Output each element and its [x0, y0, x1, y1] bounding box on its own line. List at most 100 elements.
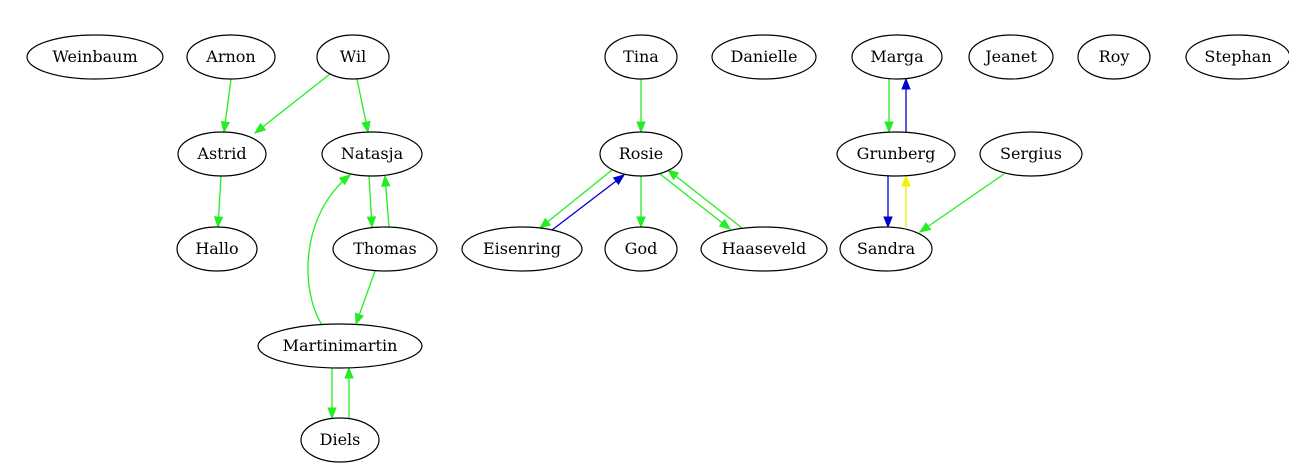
node-thomas: Thomas: [332, 226, 438, 272]
node-shape: [851, 34, 943, 80]
arrowhead-icon: [338, 174, 352, 186]
edge-rosie-to-eisenring: [538, 169, 613, 229]
node-label: Marga: [870, 47, 924, 66]
node-label: Diels: [320, 430, 361, 449]
node-marga: Marga: [851, 34, 943, 80]
node-shape: [711, 34, 817, 80]
node-shape: [176, 226, 258, 272]
arrowhead-icon: [253, 122, 267, 134]
node-label: Stephan: [1204, 47, 1271, 66]
edge-line: [551, 174, 625, 231]
edge-arnon-to-astrid: [220, 78, 232, 134]
node-shape: [316, 34, 390, 80]
node-label: God: [625, 239, 658, 258]
edge-grunberg-to-marga: [901, 77, 911, 132]
node-label: Jeanet: [983, 47, 1037, 66]
node-shape: [839, 226, 933, 272]
arrowhead-icon: [883, 216, 893, 229]
node-haaseveld: Haaseveld: [700, 226, 828, 272]
edge-grunberg-to-sandra: [883, 176, 893, 229]
arrowhead-icon: [636, 121, 646, 134]
node-label: Astrid: [196, 144, 246, 163]
edge-astrid-to-hallo: [213, 175, 224, 229]
edge-line: [254, 73, 331, 134]
node-eisenring: Eisenring: [461, 226, 583, 272]
edge-haaseveld-to-rosie: [666, 169, 743, 229]
node-label: Wil: [340, 47, 366, 66]
node-label: Hallo: [195, 239, 238, 258]
node-grunberg: Grunberg: [836, 131, 956, 177]
node-label: Grunberg: [857, 144, 936, 163]
arrowhead-icon: [538, 217, 552, 229]
node-shape: [604, 34, 678, 80]
edge-wil-to-natasja: [356, 78, 371, 134]
node-shape: [300, 417, 380, 463]
node-label: Eisenring: [483, 239, 561, 258]
edge-thomas-to-natasja: [381, 174, 391, 228]
node-shape: [979, 131, 1083, 177]
arrowhead-icon: [666, 169, 680, 181]
arrowhead-icon: [381, 174, 391, 187]
node-shape: [332, 226, 438, 272]
arrowhead-icon: [220, 120, 231, 134]
edge-martinimartin-to-natasja: [307, 174, 352, 326]
node-martinimartin: Martinimartin: [257, 323, 423, 369]
node-label: Weinbaum: [52, 47, 137, 66]
edge-line: [667, 169, 743, 229]
node-label: Tina: [623, 47, 659, 66]
node-label: Danielle: [731, 47, 798, 66]
node-label: Arnon: [205, 47, 255, 66]
arrowhead-icon: [344, 366, 354, 379]
node-shape: [968, 34, 1054, 80]
arrowhead-icon: [355, 312, 365, 326]
node-stephan: Stephan: [1185, 34, 1289, 80]
arrowhead-icon: [361, 120, 371, 134]
node-danielle: Danielle: [711, 34, 817, 80]
arrowhead-icon: [366, 216, 377, 229]
node-god: God: [604, 226, 678, 272]
edge-natasja-to-thomas: [366, 175, 377, 229]
node-label: Rosie: [619, 144, 663, 163]
node-label: Sergius: [1000, 144, 1062, 163]
arrowhead-icon: [636, 216, 646, 229]
node-wil: Wil: [316, 34, 390, 80]
node-roy: Roy: [1077, 34, 1151, 80]
node-shape: [461, 226, 583, 272]
node-tina: Tina: [604, 34, 678, 80]
node-label: Thomas: [353, 239, 417, 258]
node-label: Roy: [1099, 47, 1130, 66]
node-weinbaum: Weinbaum: [26, 34, 164, 80]
node-shape: [599, 131, 683, 177]
node-hallo: Hallo: [176, 226, 258, 272]
node-shape: [257, 323, 423, 369]
node-label: Haaseveld: [722, 239, 807, 258]
arrowhead-icon: [884, 121, 894, 134]
node-shape: [700, 226, 828, 272]
node-diels: Diels: [300, 417, 380, 463]
arrowhead-icon: [901, 77, 911, 90]
arrowhead-icon: [918, 222, 932, 233]
node-shape: [836, 131, 956, 177]
node-shape: [186, 34, 276, 80]
arrowhead-icon: [901, 174, 911, 187]
node-arnon: Arnon: [186, 34, 276, 80]
edge-marga-to-grunberg: [884, 79, 894, 134]
node-shape: [1077, 34, 1151, 80]
edge-sergius-to-sandra: [918, 173, 1005, 233]
edge-diels-to-martinimartin: [344, 366, 354, 418]
node-shape: [604, 226, 678, 272]
node-shape: [177, 131, 267, 177]
node-natasja: Natasja: [321, 131, 423, 177]
edge-martinimartin-to-diels: [327, 368, 337, 420]
edge-wil-to-astrid: [253, 73, 331, 134]
edge-tina-to-rosie: [636, 79, 646, 134]
node-rosie: Rosie: [599, 131, 683, 177]
edge-line: [307, 174, 351, 326]
edge-line: [659, 173, 731, 230]
edge-thomas-to-martinimartin: [355, 270, 376, 326]
edge-sandra-to-grunberg: [901, 174, 911, 227]
node-label: Martinimartin: [283, 336, 398, 355]
arrowhead-icon: [612, 174, 626, 186]
